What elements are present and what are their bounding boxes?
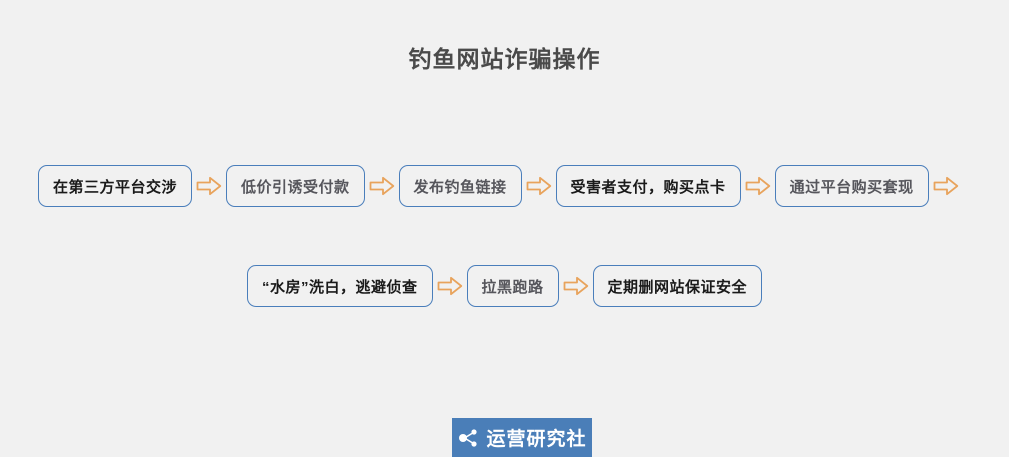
flow-node-2[interactable]: 低价引诱受付款 — [226, 165, 365, 207]
flow-node-4[interactable]: 受害者支付，购买点卡 — [555, 165, 741, 207]
flow-node-3[interactable]: 发布钓鱼链接 — [398, 165, 522, 207]
flow-node-1[interactable]: 在第三方平台交涉 — [38, 165, 193, 207]
flow-node-2-label: 低价引诱受付款 — [241, 178, 350, 196]
flow-node-7[interactable]: 拉黑跑路 — [466, 265, 559, 307]
flow-node-3-label: 发布钓鱼链接 — [413, 178, 507, 196]
arrow-right-icon — [433, 265, 467, 307]
arrow-right-icon — [741, 165, 775, 207]
flow-node-8-label: 定期删网站保证安全 — [607, 278, 748, 296]
flow-node-5-label: 通过平台购买套现 — [789, 178, 914, 196]
flow-row-1: 在第三方平台交涉 低价引诱受付款 发布钓鱼链接 受害者支付，购买点卡 通过平台购… — [38, 164, 963, 208]
watermark-badge: 运营研究社 — [452, 418, 592, 457]
flow-node-4-label: 受害者支付，购买点卡 — [570, 178, 726, 196]
flow-node-5[interactable]: 通过平台购买套现 — [774, 165, 929, 207]
flow-row-2: “水房”洗白，逃避侦查 拉黑跑路 定期删网站保证安全 — [247, 264, 763, 308]
flow-node-7-label: 拉黑跑路 — [481, 278, 544, 296]
page-title: 钓鱼网站诈骗操作 — [408, 46, 601, 72]
flow-node-1-label: 在第三方平台交涉 — [53, 178, 178, 196]
share-icon — [459, 428, 478, 447]
arrow-right-icon — [559, 265, 593, 307]
watermark-label: 运营研究社 — [486, 429, 587, 450]
arrow-right-icon — [192, 165, 226, 207]
flow-node-6[interactable]: “水房”洗白，逃避侦查 — [247, 265, 433, 307]
arrow-right-icon — [365, 165, 399, 207]
flow-node-6-label: “水房”洗白，逃避侦查 — [262, 278, 418, 296]
flow-node-8[interactable]: 定期删网站保证安全 — [592, 265, 763, 307]
arrow-right-icon-wrap — [929, 165, 963, 207]
arrow-right-icon — [522, 165, 556, 207]
